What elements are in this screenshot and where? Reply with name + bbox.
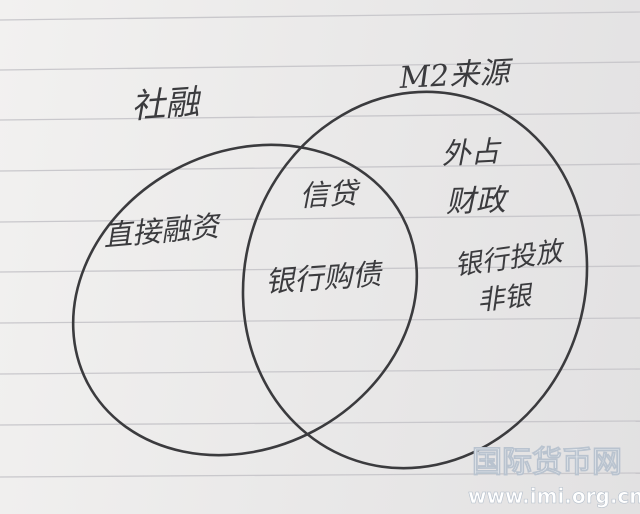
right-only-label-3: 银行投放 <box>453 236 568 282</box>
overlap-label-1: 信贷 <box>299 176 363 213</box>
right-only-label-2: 财政 <box>445 183 510 220</box>
right-set-ellipse <box>241 90 589 470</box>
overlap-label-2: 银行购债 <box>264 257 385 299</box>
watermark: 国际货币网 www.imi.org.cn <box>468 445 640 509</box>
left-only-label: 直接融资 <box>102 209 225 253</box>
right-only-label-4: 非银 <box>475 280 535 317</box>
ruled-lines <box>0 11 640 478</box>
left-set-ellipse <box>71 143 419 457</box>
watermark-name: 国际货币网 <box>472 445 622 480</box>
right-only-label-1: 外占 <box>441 134 504 171</box>
left-set-label: 社融 <box>130 82 204 127</box>
watermark-url: www.imi.org.cn <box>468 484 640 508</box>
right-set-label: M2来源 <box>398 55 515 96</box>
